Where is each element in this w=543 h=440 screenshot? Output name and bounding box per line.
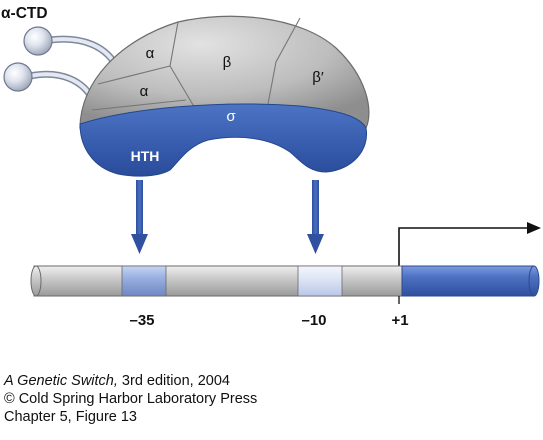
beta-label: β — [223, 54, 232, 71]
binding-arrow-minus35 — [131, 180, 148, 254]
alpha-ctd-label: α-CTD — [1, 5, 48, 22]
hth-label: HTH — [131, 148, 160, 164]
minus10-element — [297, 265, 343, 297]
transcription-start-arrow — [398, 222, 541, 266]
binding-arrow-minus10 — [307, 180, 324, 254]
alpha-ctd-ball-bottom — [3, 62, 33, 92]
promoter-dna — [30, 265, 540, 304]
sigma-label: σ — [226, 108, 236, 125]
caption-publisher: © Cold Spring Harbor Laboratory Press — [4, 391, 258, 407]
caption-edition: 3rd edition, 2004 — [117, 373, 230, 389]
alpha-bottom-label: α — [140, 83, 149, 100]
alpha-ctd-ball-top — [23, 26, 53, 56]
minus35-label: –35 — [129, 312, 154, 329]
polymerase-core — [79, 15, 370, 129]
transcribed-region — [401, 265, 535, 297]
caption-figure-number: Chapter 5, Figure 13 — [4, 409, 137, 425]
minus10-label: –10 — [301, 312, 326, 329]
beta-prime-label: β′ — [312, 69, 324, 86]
minus35-element — [121, 265, 167, 297]
figure-caption: A Genetic Switch, 3rd edition, 2004 © Co… — [4, 372, 257, 426]
sigma-subunit — [79, 103, 368, 177]
alpha-top-label: α — [146, 45, 155, 62]
rna-polymerase — [79, 15, 370, 177]
caption-book-title: A Genetic Switch, — [4, 373, 118, 389]
caption-source-line: A Genetic Switch, 3rd edition, 2004 — [4, 372, 257, 390]
plus1-label: +1 — [391, 312, 408, 329]
subunit-boundaries — [91, 17, 301, 111]
